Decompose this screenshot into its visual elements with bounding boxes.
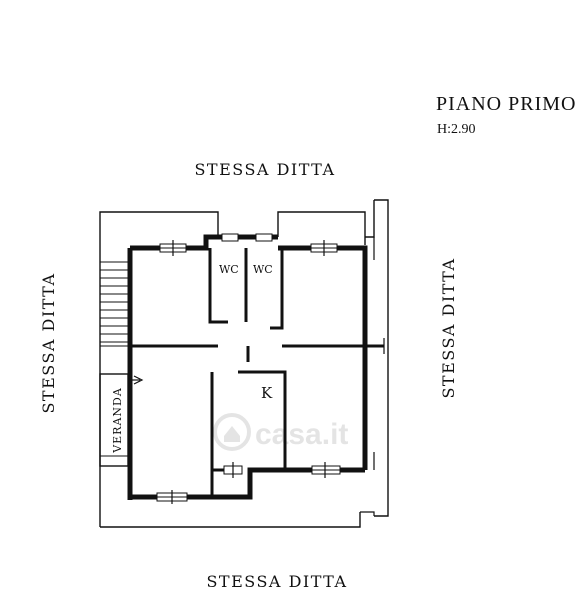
- floor-title: PIANO PRIMO H:2.90: [436, 93, 576, 137]
- exterior-walls: [127, 234, 368, 500]
- neighbor-label-bottom: STESSA DITTA: [206, 572, 347, 591]
- veranda-label: VERANDA: [111, 387, 124, 454]
- wc-label-2: WC: [253, 263, 273, 276]
- neighbor-label-left: STESSA DITTA: [39, 272, 58, 413]
- watermark: casa.it: [213, 413, 348, 451]
- veranda: VERANDA: [99, 373, 144, 467]
- wc-label-1: WC: [219, 263, 239, 276]
- outer-boundary: [99, 199, 389, 528]
- neighbor-label-right: STESSA DITTA: [439, 257, 458, 398]
- kitchen-label: K: [261, 384, 273, 402]
- wall-ticks: [171, 240, 385, 504]
- neighbor-label-top: STESSA DITTA: [194, 160, 335, 179]
- interior-walls: [130, 248, 384, 497]
- windows: [156, 233, 341, 502]
- ceiling-height: H:2.90: [437, 122, 476, 137]
- staircase: [99, 261, 129, 347]
- watermark-text: casa.it: [255, 418, 348, 451]
- right-fixtures: [360, 237, 375, 516]
- floor-name: PIANO PRIMO: [436, 93, 576, 115]
- veranda-arrow-icon: [133, 375, 144, 385]
